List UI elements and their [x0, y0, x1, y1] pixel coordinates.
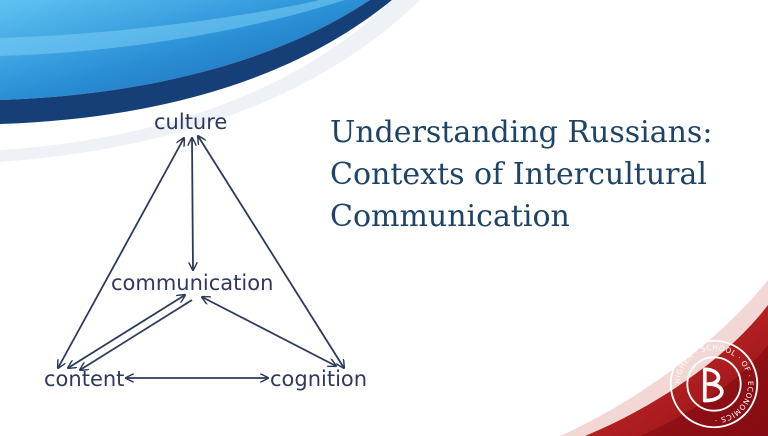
arrow-communication-cognition [202, 297, 336, 366]
node-content: content [44, 367, 125, 391]
title-line-2: Contexts of Intercultural [330, 157, 707, 192]
arrow-culture-communication [192, 138, 193, 270]
arrow-communication-content-inner [80, 299, 193, 370]
title-line-3: Communication [330, 199, 570, 234]
node-cognition: cognition [270, 367, 368, 391]
blue-swoosh-dark [0, 0, 392, 124]
blue-swoosh-highlight [0, 0, 345, 56]
blue-swoosh [0, 0, 370, 100]
title-line-1: Understanding Russians: [330, 115, 713, 150]
node-culture: culture [154, 110, 228, 134]
grey-swoosh [0, 0, 420, 162]
logo-mark-icon [702, 367, 724, 403]
slide-title: Understanding Russians: Contexts of Inte… [330, 112, 760, 238]
arrow-culture-content [58, 138, 184, 368]
node-communication: communication [111, 271, 274, 295]
hse-logo-seal: HIGHER · SCHOOL · OF · ECONOMICS · [669, 339, 759, 429]
red-swoosh-dark [640, 345, 768, 436]
arrow-communication-content-outer [68, 295, 185, 368]
